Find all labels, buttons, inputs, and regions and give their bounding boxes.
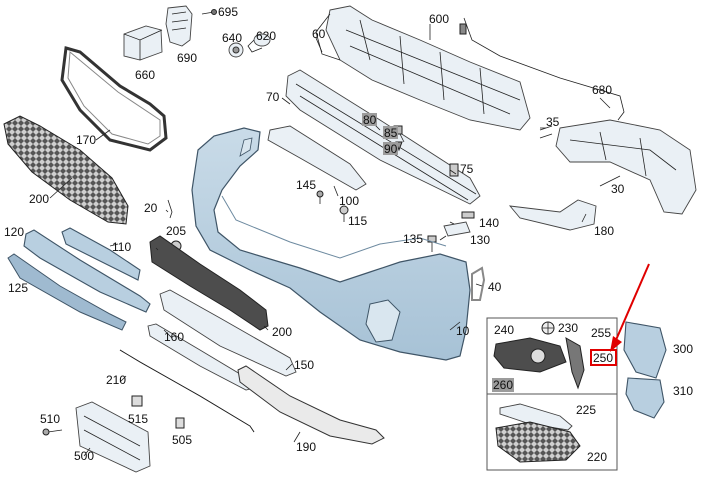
strip-210: [119, 349, 255, 433]
label-220: 220: [587, 450, 607, 464]
sensor-620: [247, 33, 271, 53]
trim-120: [23, 229, 151, 313]
grille-200-left: [3, 115, 129, 225]
label-60: 60: [312, 27, 326, 41]
screw-145: [316, 190, 324, 204]
label-510: 510: [40, 412, 60, 426]
bracket-20: [167, 199, 173, 219]
label-505: 505: [172, 433, 192, 447]
label-bg-90: [383, 142, 398, 155]
grille-200-lower: [149, 235, 269, 331]
strip-250: [565, 337, 585, 390]
sensor-640: [228, 42, 244, 58]
grille-240: [493, 337, 567, 373]
side-bracket-180: [508, 199, 597, 231]
label-80: 80: [363, 113, 377, 127]
grille-frame-170: [60, 46, 168, 152]
sensor-bracket-690: [165, 5, 193, 47]
label-30: 30: [611, 182, 625, 196]
label-310: 310: [673, 384, 693, 398]
label-bg-80: [362, 113, 377, 126]
clip-505: [175, 417, 185, 429]
leader-lines: [49, 24, 621, 457]
trim-110: [61, 227, 141, 281]
label-85: 85: [384, 126, 398, 140]
label-240: 240: [494, 323, 514, 337]
label-100: 100: [339, 194, 359, 208]
label-190: 190: [296, 440, 316, 454]
label-bg-260: [492, 378, 514, 392]
strip-225: [499, 403, 573, 431]
label-115: 115: [348, 214, 367, 228]
label-600: 600: [429, 12, 449, 26]
label-bg-85: [383, 126, 398, 139]
highlight-arrow: [610, 263, 650, 352]
screw-510: [42, 428, 63, 436]
strip-190: [237, 365, 385, 445]
label-120: 120: [4, 225, 24, 239]
label-255: 255: [591, 326, 611, 340]
label-695: 695: [218, 5, 238, 19]
side-cover-300: [623, 321, 667, 379]
grille-220: [495, 421, 581, 463]
side-cover-310: [625, 377, 665, 419]
label-75: 75: [460, 162, 474, 176]
strip-150: [159, 289, 297, 377]
label-225: 225: [576, 403, 596, 417]
label-200-lower: 200: [272, 325, 292, 339]
label-690: 690: [177, 51, 197, 65]
license-plate-base-500: [75, 401, 151, 473]
control-unit-660: [123, 25, 163, 61]
trim-40: [471, 266, 486, 301]
label-300: 300: [673, 342, 693, 356]
reinforcement-100: [267, 125, 367, 191]
label-35: 35: [546, 115, 560, 129]
bracket-140: [461, 211, 475, 219]
label-130: 130: [470, 233, 490, 247]
label-40: 40: [488, 280, 502, 294]
screw-695: [201, 9, 217, 15]
label-140: 140: [479, 216, 499, 230]
highlight-box-250: [590, 349, 617, 366]
bumper-cover-10: [191, 127, 471, 361]
label-260: 260: [493, 378, 513, 392]
clip-115: [339, 205, 349, 222]
label-160: 160: [164, 330, 184, 344]
label-10: 10: [456, 324, 470, 338]
label-145: 145: [296, 178, 316, 192]
trim-125: [7, 253, 127, 331]
label-620: 620: [256, 29, 276, 43]
label-90: 90: [384, 142, 398, 156]
label-210: 210: [106, 373, 126, 387]
label-230: 230: [558, 321, 578, 335]
label-110: 110: [112, 240, 131, 254]
label-200-left: 200: [29, 192, 49, 206]
label-660: 660: [135, 68, 155, 82]
clip-515: [131, 395, 143, 407]
label-20: 20: [144, 201, 158, 215]
part-labels: 600 60 695 640 620 660 690 680 70 80 85 …: [4, 5, 693, 464]
label-640: 640: [222, 31, 242, 45]
bracket-30: [555, 119, 697, 215]
label-150: 150: [294, 358, 314, 372]
label-170: 170: [76, 133, 96, 147]
label-205: 205: [166, 224, 186, 238]
clip-75: [449, 163, 459, 177]
clip-135: [427, 235, 437, 252]
label-70: 70: [266, 90, 280, 104]
wiring-harness-680: [459, 17, 625, 121]
label-125: 125: [8, 281, 28, 295]
label-180: 180: [594, 224, 614, 238]
clip-130: [443, 221, 471, 237]
impact-beam-600: [315, 5, 531, 131]
label-680: 680: [592, 83, 612, 97]
label-515: 515: [128, 412, 148, 426]
label-500: 500: [74, 449, 94, 463]
label-135: 135: [403, 232, 423, 246]
emblem-230: [541, 321, 555, 335]
label-250: 250: [593, 351, 613, 365]
